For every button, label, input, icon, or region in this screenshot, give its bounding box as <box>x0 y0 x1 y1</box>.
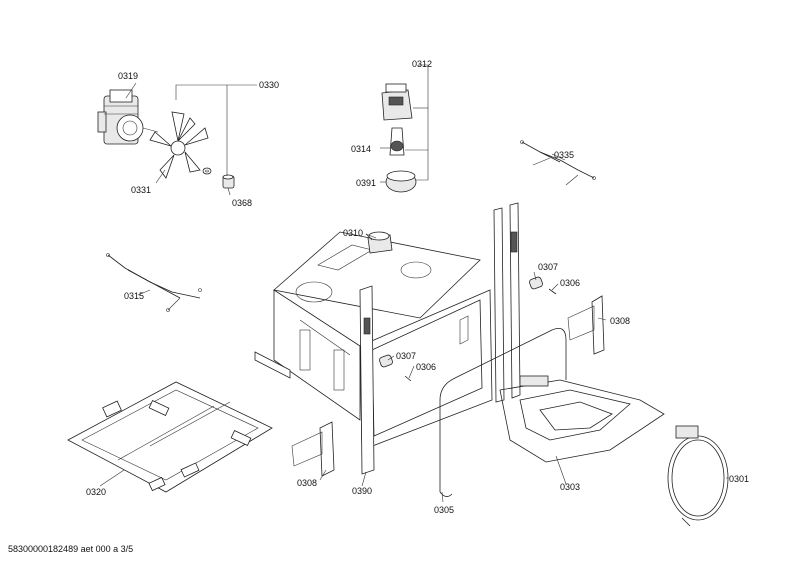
label-0301: 0301 <box>729 474 750 484</box>
label-0314: 0314 <box>351 144 372 154</box>
bushing-screw-center-drawing <box>379 354 412 382</box>
fan-motor-drawing <box>97 89 159 145</box>
label-0307-right: 0307 <box>538 262 559 272</box>
label-0307-center: 0307 <box>396 351 417 361</box>
label-0310: 0310 <box>343 228 364 238</box>
lamp-socket-drawing <box>365 231 393 254</box>
label-0320: 0320 <box>86 487 107 497</box>
label-0330: 0330 <box>259 80 280 90</box>
label-0390: 0390 <box>352 486 373 496</box>
label-0308-right: 0308 <box>610 316 631 326</box>
cable-0315-drawing <box>106 253 202 312</box>
label-0306-right: 0306 <box>560 278 581 288</box>
label-0305: 0305 <box>434 505 455 515</box>
label-0391: 0391 <box>356 178 377 188</box>
bracket-right-drawing <box>567 295 605 355</box>
label-0319: 0319 <box>118 71 139 81</box>
bushing-screw-right-drawing <box>529 276 557 295</box>
ring-heater-drawing <box>667 425 729 527</box>
bracket-left-drawing <box>291 421 335 477</box>
fan-wheel-drawing <box>149 111 209 179</box>
label-0315: 0315 <box>124 291 145 301</box>
grill-element-drawing <box>499 375 665 463</box>
label-0368: 0368 <box>232 198 253 208</box>
label-0308-left: 0308 <box>297 478 318 488</box>
label-0331: 0331 <box>131 185 152 195</box>
label-0303: 0303 <box>560 482 581 492</box>
label-0335: 0335 <box>554 150 575 160</box>
leader-lines <box>99 82 728 503</box>
label-0312: 0312 <box>412 59 433 69</box>
door-frame-drawing <box>439 327 567 497</box>
label-0306-center: 0306 <box>416 362 437 372</box>
oven-cavity-drawing <box>273 231 493 451</box>
cable-0335-drawing <box>520 140 596 186</box>
washer-nut-drawing <box>202 167 235 189</box>
tray-drawing <box>67 381 273 493</box>
lamp-parts-drawing <box>381 83 417 193</box>
document-footer: 58300000182489 aet 000 a 3/5 <box>8 544 134 554</box>
